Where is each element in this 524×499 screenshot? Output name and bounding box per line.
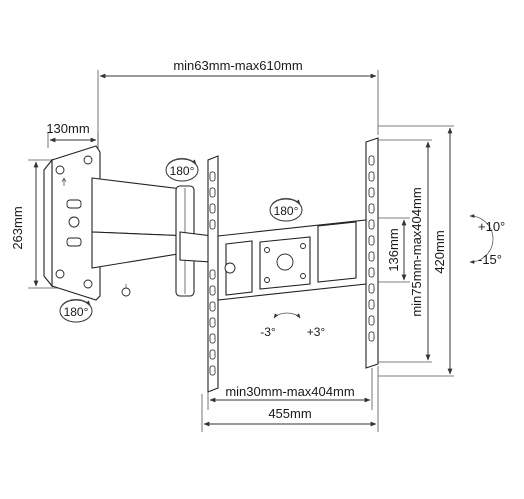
vesa-horizontal-label: min30mm-max404mm bbox=[225, 384, 354, 399]
bracket-height-dimension: 420mm bbox=[378, 125, 454, 377]
wall-plate bbox=[43, 145, 101, 301]
bracket-height-label: 420mm bbox=[432, 230, 447, 273]
level-adjust: -3° +3° bbox=[260, 312, 326, 339]
wall-swivel-label: 180° bbox=[64, 305, 89, 319]
wall-swivel-badge: 180° bbox=[59, 298, 93, 323]
extension-label: min63mm-max610mm bbox=[173, 58, 302, 73]
vesa-vertical-dimension: min75mm-max404mm bbox=[378, 139, 432, 363]
head-swivel-badge: 180° bbox=[269, 197, 303, 222]
wall-depth-dimension: 130mm bbox=[46, 121, 99, 148]
tilt-down-label: -15° bbox=[478, 252, 502, 267]
head-swivel-label: 180° bbox=[274, 204, 299, 218]
level-plus-label: +3° bbox=[307, 325, 326, 339]
bracket-width-label: 455mm bbox=[268, 406, 311, 421]
head-plate bbox=[217, 219, 367, 301]
tilt-indicator: +10° -15° bbox=[469, 214, 505, 267]
arm-swivel-label: 180° bbox=[170, 164, 195, 178]
bracket-width-dimension: 455mm bbox=[201, 366, 379, 432]
level-minus-label: -3° bbox=[260, 325, 276, 339]
wall-height-label: 263mm bbox=[10, 206, 25, 249]
vesa-vertical-label: min75mm-max404mm bbox=[409, 187, 424, 316]
arm-plate-height-dimension: 136mm bbox=[378, 217, 410, 283]
left-vertical-rail bbox=[207, 155, 219, 393]
arm-swivel-badge: 180° bbox=[165, 157, 199, 182]
vesa-horizontal-dimension: min30mm-max404mm bbox=[207, 368, 373, 410]
right-vertical-rail bbox=[365, 137, 379, 369]
arm-plate-height-label: 136mm bbox=[386, 228, 401, 271]
wall-height-dimension: 263mm bbox=[10, 159, 60, 289]
wall-depth-label: 130mm bbox=[46, 121, 89, 136]
extension-dimension: min63mm-max610mm bbox=[97, 58, 379, 150]
tilt-up-label: +10° bbox=[478, 219, 505, 234]
swing-arm bbox=[91, 177, 213, 297]
